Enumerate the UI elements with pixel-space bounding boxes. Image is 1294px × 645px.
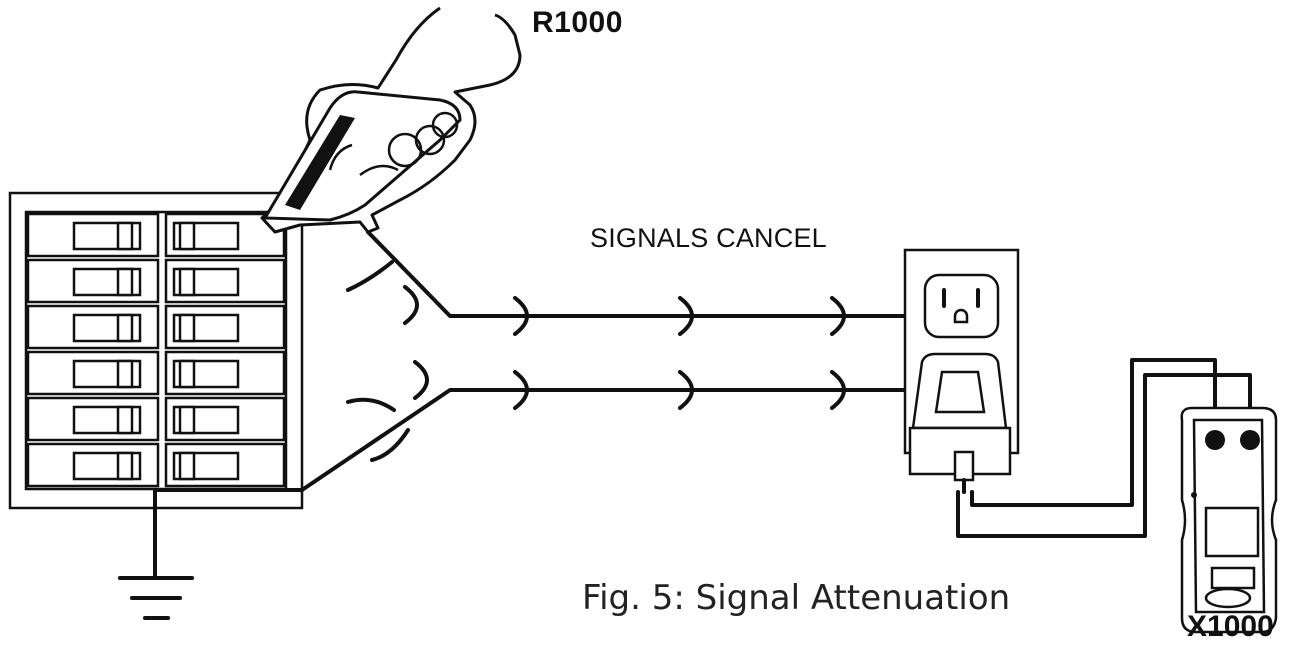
signal-wave-icon: [830, 296, 846, 336]
signal-wave-icon: [513, 370, 529, 410]
transmitter-device-icon: [1180, 406, 1278, 634]
signals-cancel-label: SIGNALS CANCEL: [590, 223, 827, 253]
figure-caption: Fig. 5: Signal Attenuation: [582, 578, 1011, 618]
wire-hot: [366, 230, 907, 318]
signal-wave-icon: [370, 428, 410, 462]
signal-wave-icon: [346, 397, 396, 412]
breaker-column-right: [164, 212, 286, 488]
signal-wave-icon: [403, 285, 419, 325]
hand-held-receiver-icon: [260, 6, 522, 234]
wire-neutral: [300, 388, 907, 492]
signal-wave-icon: [413, 360, 429, 400]
signal-wave-icon: [830, 370, 846, 410]
signal-wave-group: [346, 260, 846, 462]
breaker-column-left: [26, 212, 160, 488]
receiver-label: R1000: [532, 6, 623, 39]
adapter-cable: [956, 358, 1252, 538]
signal-wave-icon: [678, 296, 694, 336]
signal-wave-icon: [513, 296, 529, 336]
signal-wave-icon: [346, 260, 394, 292]
breaker-panel-icon: [8, 191, 304, 510]
ground-symbol-icon: [118, 488, 304, 620]
signal-wave-icon: [678, 370, 694, 410]
transmitter-label: X1000: [1187, 610, 1274, 643]
plug-adapter-icon: [908, 352, 1012, 494]
